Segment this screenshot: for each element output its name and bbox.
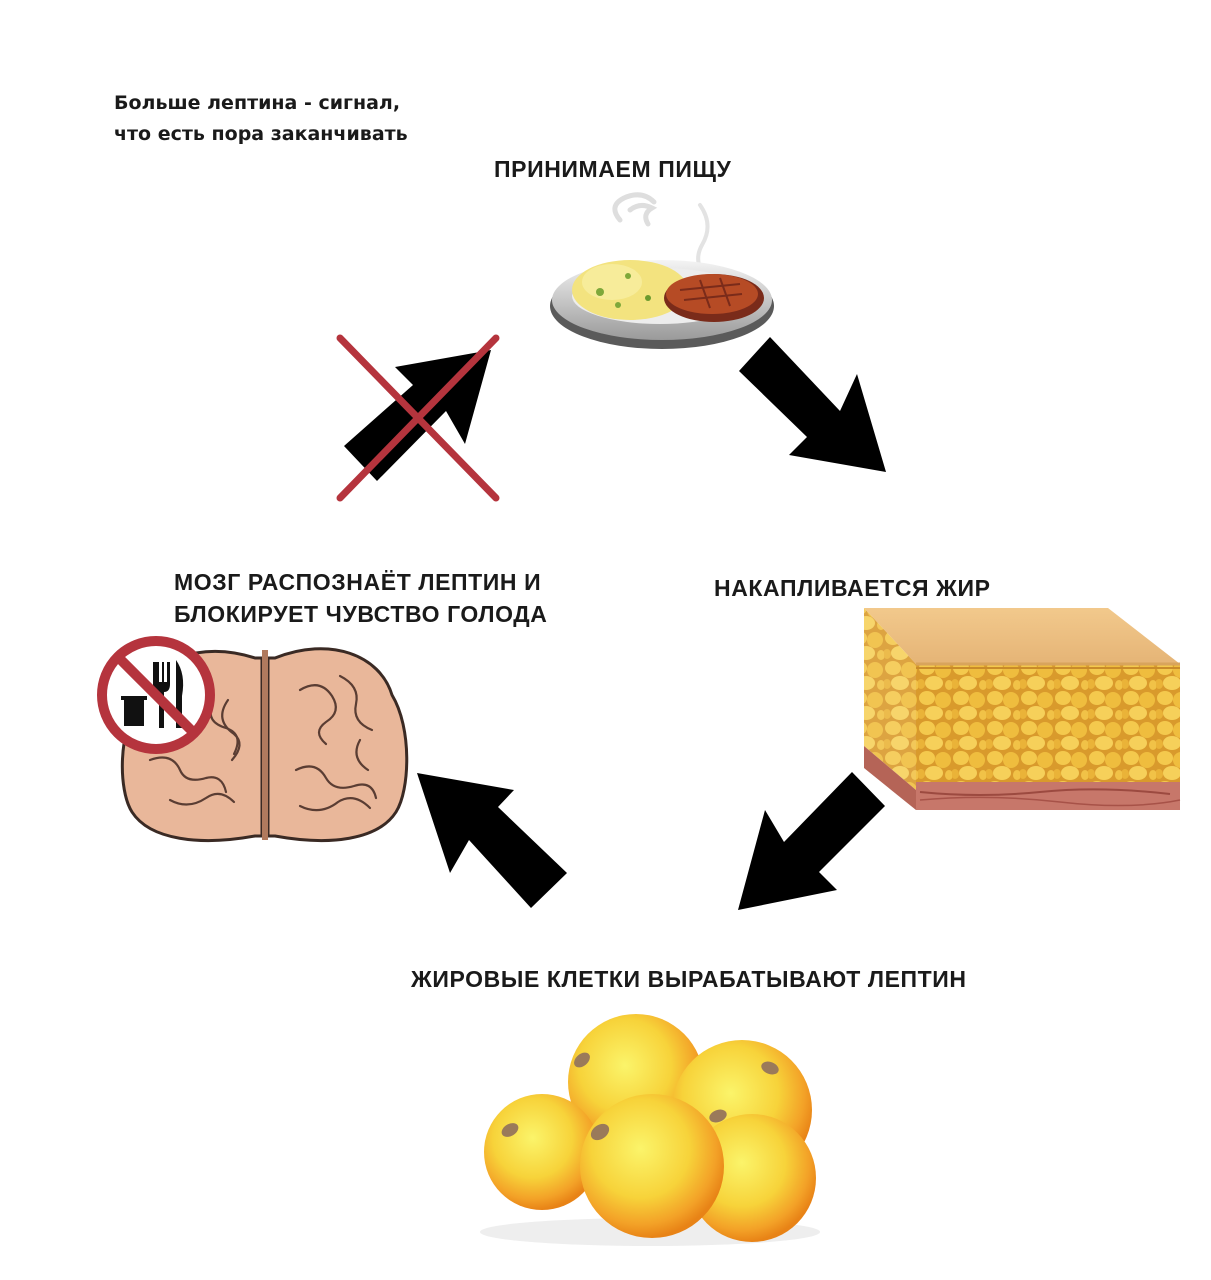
note-line-1: Больше лептина - сигнал, (114, 92, 401, 114)
crossed-arrow-icon (336, 334, 500, 502)
step-eat-label: ПРИНИМАЕМ ПИЩУ (494, 156, 732, 182)
brain-label-line-1: МОЗГ РАСПОЗНАЁТ ЛЕПТИН И (174, 569, 542, 595)
step-brain-label: МОЗГ РАСПОЗНАЁТ ЛЕПТИН И БЛОКИРУЕТ ЧУВСТ… (174, 566, 547, 630)
step-cells-label: ЖИРОВЫЕ КЛЕТКИ ВЫРАБАТЫВАЮТ ЛЕПТИН (411, 966, 967, 992)
arrow-food-to-fat (739, 337, 886, 472)
arrow-cells-to-brain (417, 773, 567, 908)
step-fat-label: НАКАПЛИВАЕТСЯ ЖИР (714, 575, 991, 601)
arrow-fat-to-cells (738, 772, 885, 910)
leptin-note: Больше лептина - сигнал, что есть пора з… (114, 88, 408, 150)
no-eating-icon (97, 636, 215, 754)
note-line-2: что есть пора заканчивать (114, 123, 408, 145)
fat-cells-icon (480, 1014, 820, 1246)
fat-tissue-icon (864, 608, 1181, 810)
brain-label-line-2: БЛОКИРУЕТ ЧУВСТВО ГОЛОДА (174, 601, 548, 627)
food-plate-icon (550, 192, 774, 349)
